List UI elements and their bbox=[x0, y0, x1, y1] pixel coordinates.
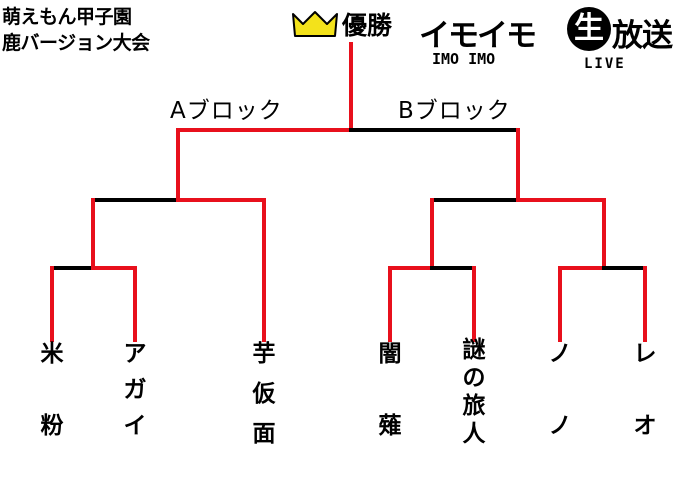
entrant-char: 薙 bbox=[378, 413, 402, 439]
entrant-char: 仮 bbox=[252, 381, 276, 407]
entrant-char: 面 bbox=[252, 421, 276, 447]
entrant-char: の bbox=[462, 365, 486, 391]
entrant-imokamen: 芋 仮 面 bbox=[246, 336, 282, 452]
logo-sub-text: IMO IMO bbox=[432, 50, 496, 68]
entrant-nono: ノ ノ bbox=[542, 336, 578, 444]
entrant-char: ア bbox=[123, 341, 147, 367]
entrant-agai: ア ガ イ bbox=[117, 336, 153, 444]
entrant-char: 闇 bbox=[378, 341, 402, 367]
entrant-nazo-no-tabibito: 謎 の 旅 人 bbox=[456, 336, 492, 448]
entrant-char: 芋 bbox=[252, 341, 276, 367]
block-b-label: Bブロック bbox=[398, 98, 511, 124]
logo-circle-mark: 生 bbox=[567, 7, 611, 51]
entrant-char: ガ bbox=[123, 377, 147, 403]
champion-label: 優勝 bbox=[342, 11, 393, 40]
event-title-line1: 萌えもん甲子園 bbox=[2, 6, 132, 28]
event-title-line2: 鹿バージョン大会 bbox=[2, 32, 150, 54]
entrant-char: ノ bbox=[548, 413, 572, 439]
entrant-char: ノ bbox=[548, 341, 572, 367]
entrant-char: レ bbox=[633, 341, 657, 367]
logo-live-text: LIVE bbox=[584, 56, 626, 72]
entrant-reo: レ オ bbox=[627, 336, 663, 444]
entrant-char: オ bbox=[633, 413, 657, 439]
entrant-char: 米 bbox=[40, 341, 64, 367]
entrant-char: イ bbox=[123, 413, 147, 439]
imoimo-live-logo: イモイモ 生 放送 IMO IMO LIVE bbox=[419, 4, 696, 80]
entrant-komeko: 米 粉 bbox=[34, 336, 70, 444]
block-a-label: Aブロック bbox=[170, 98, 283, 124]
logo-main-text: イモイモ bbox=[419, 18, 537, 54]
entrant-char: 謎 bbox=[462, 337, 486, 363]
entrant-char: 旅 bbox=[462, 393, 486, 419]
crown-icon bbox=[292, 11, 338, 37]
entrant-yaminagi: 闇 薙 bbox=[372, 336, 408, 444]
entrant-char: 粉 bbox=[40, 413, 64, 439]
logo-kanji-text: 放送 bbox=[612, 18, 673, 54]
entrant-char: 人 bbox=[462, 421, 486, 447]
